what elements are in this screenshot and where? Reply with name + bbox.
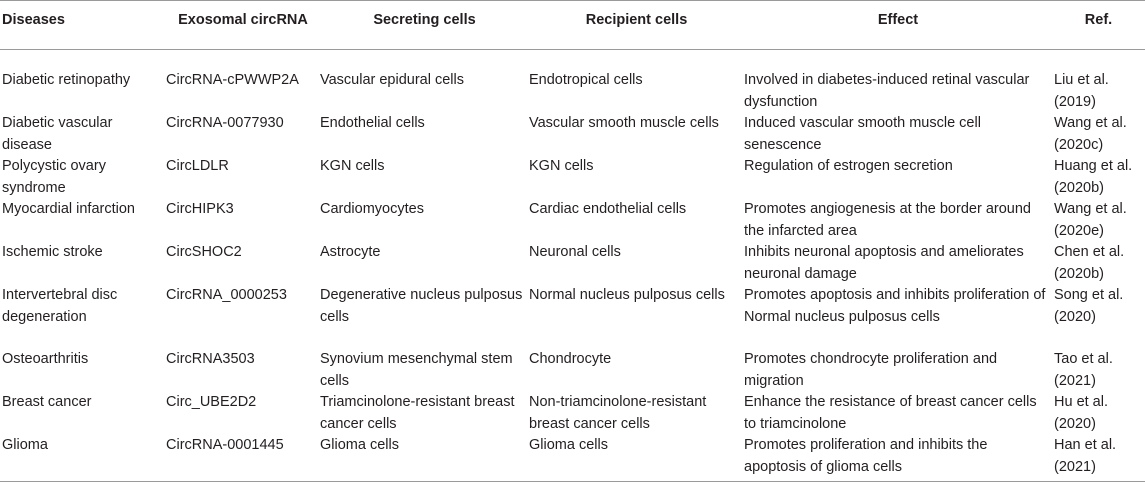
header-ref: Ref.	[1052, 0, 1145, 50]
cell-ref: Song et al. (2020)	[1054, 287, 1124, 325]
cell-circrna: CircHIPK3	[166, 201, 234, 217]
cell-secreting: Endothelial cells	[320, 115, 425, 131]
cell-circrna: CircRNA-cPWWP2A	[166, 72, 299, 88]
table-header-row: Diseases Exosomal circRNA Secreting cell…	[0, 0, 1145, 50]
cell-recipient: Cardiac endothelial cells	[529, 201, 687, 217]
cell-recipient: Normal nucleus pulposus cells	[529, 287, 725, 303]
cell-secreting: Astrocyte	[320, 244, 381, 260]
cell-recipient: Glioma cells	[529, 435, 744, 482]
cell-secreting: Triamcinolone-resistant breast cancer ce…	[320, 394, 515, 432]
table-row: Osteoarthritis CircRNA3503 Synovium mese…	[0, 349, 1145, 392]
header-secreting-cells: Secreting cells	[320, 0, 529, 50]
cell-ref: Wang et al. (2020e)	[1054, 201, 1127, 239]
cell-circrna: CircRNA_0000253	[166, 287, 287, 303]
cell-disease: Diabetic vascular disease	[2, 115, 113, 153]
cell-ref: Huang et al. (2020b)	[1054, 158, 1133, 196]
cell-circrna: Circ_UBE2D2	[166, 394, 257, 410]
cell-secreting: Vascular epidural cells	[320, 72, 464, 88]
table-row: Myocardial infarction CircHIPK3 Cardiomy…	[0, 199, 1145, 242]
cell-effect: Promotes angiogenesis at the border arou…	[744, 201, 1031, 239]
cell-ref: Wang et al. (2020c)	[1054, 115, 1127, 153]
cell-recipient: Endotropical cells	[529, 72, 643, 88]
cell-effect: Promotes chondrocyte proliferation and m…	[744, 351, 998, 389]
header-effect: Effect	[744, 0, 1052, 50]
cell-ref: Chen et al. (2020b)	[1054, 244, 1125, 282]
cell-circrna: CircSHOC2	[166, 244, 242, 260]
cell-ref: Han et al. (2021)	[1052, 435, 1145, 482]
header-recipient-cells: Recipient cells	[529, 0, 744, 50]
table-row: Breast cancer Circ_UBE2D2 Triamcinolone-…	[0, 392, 1145, 435]
cell-circrna: CircRNA3503	[166, 351, 255, 367]
cell-effect: Involved in diabetes-induced retinal vas…	[744, 72, 1030, 110]
cell-disease: Breast cancer	[2, 394, 92, 410]
cell-ref: Hu et al. (2020)	[1054, 394, 1108, 432]
cell-circrna: CircRNA-0077930	[166, 115, 284, 131]
cell-circrna: CircLDLR	[166, 158, 229, 174]
cell-disease: Polycystic ovary syndrome	[2, 158, 106, 196]
cell-secreting: Cardiomyocytes	[320, 201, 424, 217]
table-row: Diabetic vascular disease CircRNA-007793…	[0, 113, 1145, 156]
cell-secreting: KGN cells	[320, 158, 385, 174]
cell-disease: Myocardial infarction	[2, 201, 135, 217]
cell-recipient: Non-triamcinolone-resistant breast cance…	[529, 394, 707, 432]
table-row: Diabetic retinopathy CircRNA-cPWWP2A Vas…	[0, 50, 1145, 114]
cell-effect: Induced vascular smooth muscle cell sene…	[744, 115, 981, 153]
table-row: Polycystic ovary syndrome CircLDLR KGN c…	[0, 156, 1145, 199]
cell-effect: Enhance the resistance of breast cancer …	[744, 394, 1037, 432]
cell-recipient: Neuronal cells	[529, 244, 621, 260]
cell-circrna: CircRNA-0001445	[166, 435, 320, 482]
cell-recipient: Vascular smooth muscle cells	[529, 115, 719, 131]
table-row: Intervertebral disc degeneration CircRNA…	[0, 285, 1145, 349]
cell-recipient: KGN cells	[529, 158, 594, 174]
cell-effect: Promotes proliferation and inhibits the …	[744, 435, 1052, 482]
cell-disease: Intervertebral disc degeneration	[2, 287, 118, 325]
cell-effect: Promotes apoptosis and inhibits prolifer…	[744, 287, 1046, 325]
cell-ref: Tao et al. (2021)	[1054, 351, 1113, 389]
cell-disease: Osteoarthritis	[2, 351, 89, 367]
cell-effect: Regulation of estrogen secretion	[744, 158, 953, 174]
cell-recipient: Chondrocyte	[529, 351, 612, 367]
table-row: Ischemic stroke CircSHOC2 Astrocyte Neur…	[0, 242, 1145, 285]
cell-secreting: Synovium mesenchymal stem cells	[320, 351, 513, 389]
cell-disease: Glioma	[0, 435, 166, 482]
table-row: Glioma CircRNA-0001445 Glioma cells Glio…	[0, 435, 1145, 482]
cell-secreting: Glioma cells	[320, 435, 529, 482]
cell-secreting: Degenerative nucleus pulposus cells	[320, 287, 523, 325]
cell-disease: Diabetic retinopathy	[2, 72, 131, 88]
header-exosomal-circrna: Exosomal circRNA	[166, 0, 320, 50]
cell-effect: Inhibits neuronal apoptosis and ameliora…	[744, 244, 1024, 282]
cell-ref: Liu et al. (2019)	[1054, 72, 1109, 110]
cell-disease: Ischemic stroke	[2, 244, 103, 260]
header-diseases: Diseases	[0, 0, 166, 50]
